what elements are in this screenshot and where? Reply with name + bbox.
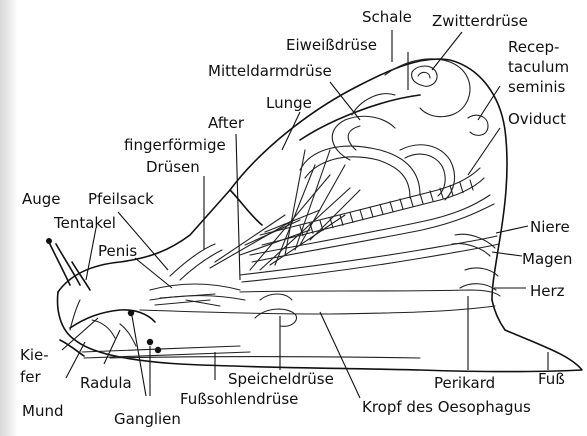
hepatopancreas-ducts xyxy=(240,195,499,282)
reproductive-organs xyxy=(150,244,245,306)
label-receptaculum-3: seminis xyxy=(508,78,565,96)
labels: Schale Zwitterdrüse Eiweißdrüse Recep- t… xyxy=(20,8,572,428)
label-receptaculum-2: taculum xyxy=(508,58,569,76)
ganglion-dot xyxy=(147,339,153,345)
oviduct xyxy=(260,168,484,245)
label-radula: Radula xyxy=(80,374,132,392)
inner-organs xyxy=(452,234,498,290)
tentacles xyxy=(46,238,90,330)
label-magen: Magen xyxy=(522,250,572,268)
label-kiefer-1: Kie- xyxy=(20,346,49,364)
salivary-gland xyxy=(255,294,297,326)
label-speicheldruese: Speicheldrüse xyxy=(228,370,334,388)
oviduct-segment xyxy=(350,212,353,222)
label-kiefer-2: fer xyxy=(20,368,42,386)
hermaphrodite-gland xyxy=(412,66,488,135)
oviduct-segment xyxy=(420,194,423,204)
ganglion-dot xyxy=(155,347,161,353)
label-fusssohlendruese: Fußsohlendrüse xyxy=(180,390,298,408)
label-fingerfoermige-1: fingerförmige xyxy=(124,136,226,154)
label-fuss: Fuß xyxy=(538,370,565,388)
sole-gland xyxy=(110,357,420,359)
label-herz: Herz xyxy=(530,282,565,300)
oviduct-segment xyxy=(400,199,403,209)
eye-dot xyxy=(46,238,52,244)
label-receptaculum-1: Recep- xyxy=(508,38,559,56)
label-mund: Mund xyxy=(22,402,63,420)
lung-vessels xyxy=(210,150,360,270)
label-eiweissdruese: Eiweißdrüse xyxy=(286,36,377,54)
label-tentakel: Tentakel xyxy=(53,214,116,232)
label-auge: Auge xyxy=(22,190,61,208)
label-after: After xyxy=(208,114,245,132)
label-zwitterdruese: Zwitterdrüse xyxy=(432,12,528,30)
oviduct-segment xyxy=(430,191,433,201)
oviduct-segment xyxy=(360,210,363,220)
label-lunge: Lunge xyxy=(266,94,312,112)
oviduct-segment xyxy=(380,204,383,214)
label-niere: Niere xyxy=(530,218,570,236)
oviduct-segment xyxy=(460,183,463,193)
label-mitteldarmdruese: Mitteldarmdrüse xyxy=(208,62,332,80)
label-penis: Penis xyxy=(98,242,137,260)
oviduct-segment xyxy=(390,202,393,212)
label-oviduct: Oviduct xyxy=(508,110,566,128)
label-kropf: Kropf des Oesophagus xyxy=(362,398,531,416)
oviduct-segment xyxy=(410,196,413,206)
label-pfeilsack: Pfeilsack xyxy=(88,190,154,208)
label-schale: Schale xyxy=(362,8,412,26)
ganglion-dot xyxy=(128,310,134,316)
label-fingerfoermige-2: Drüsen xyxy=(146,158,200,176)
label-perikard: Perikard xyxy=(434,374,495,392)
intestine-coils xyxy=(300,116,455,200)
label-ganglien: Ganglien xyxy=(114,410,181,428)
oviduct-segment xyxy=(370,207,373,217)
